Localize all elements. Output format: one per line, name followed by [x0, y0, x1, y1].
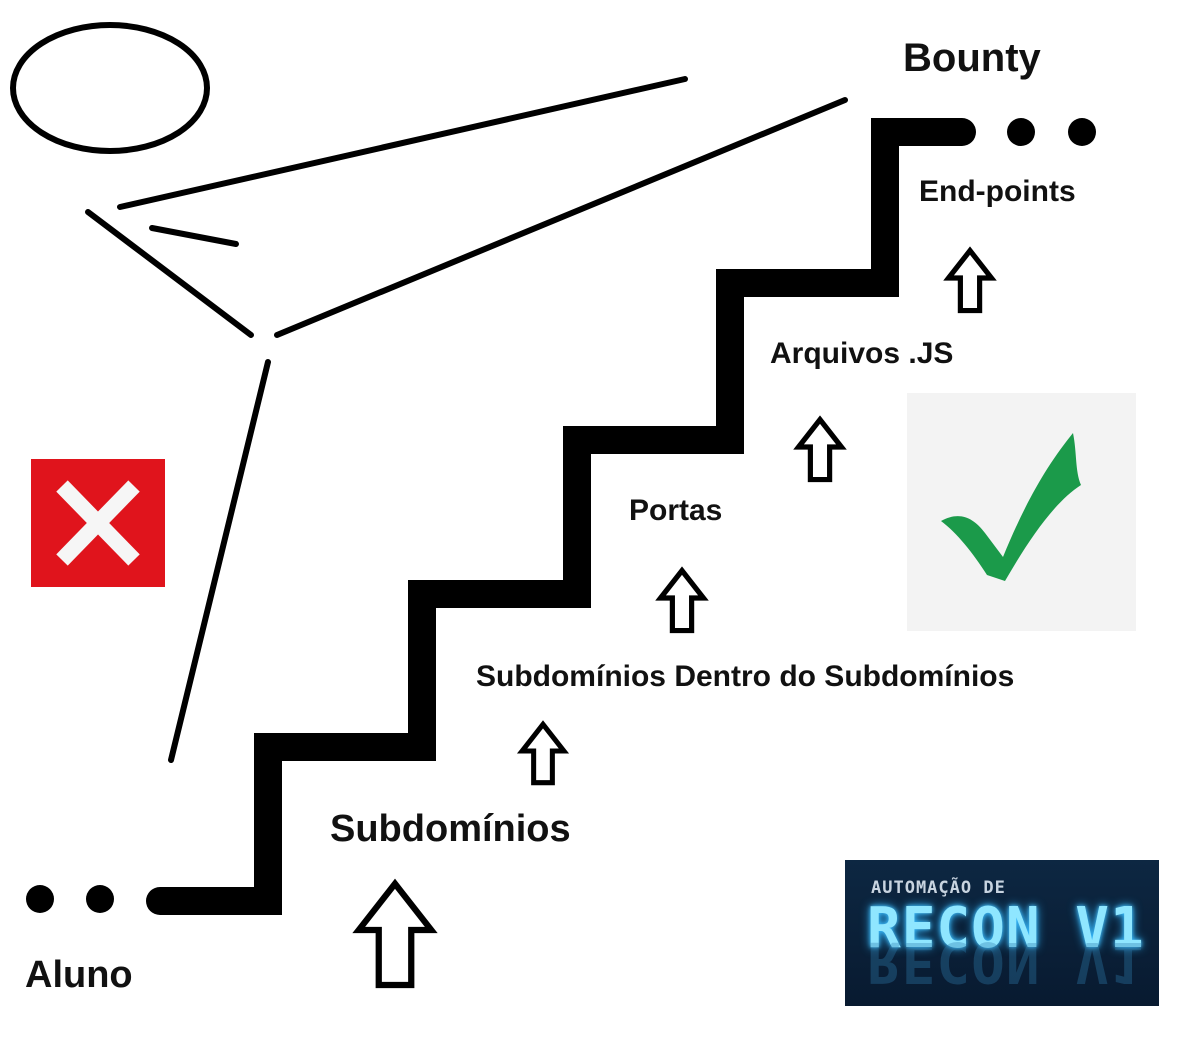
arrow-arquivos [793, 415, 847, 483]
figure-line-left-arm [85, 209, 254, 338]
checkmark-icon [941, 433, 1081, 581]
arrow-subdominios [352, 878, 438, 989]
figure-line-long [274, 97, 848, 338]
dot-left-1 [26, 885, 54, 913]
label-portas: Portas [629, 494, 723, 527]
arrow-subsub [516, 720, 570, 786]
label-aluno: Aluno [25, 954, 133, 996]
dot-right-2 [1068, 118, 1096, 146]
dot-right-1 [1007, 118, 1035, 146]
badge-reflection: RECON V1 [867, 929, 1145, 994]
figure-head [10, 22, 210, 154]
checkmark-box [907, 393, 1136, 631]
x-mark-icon [56, 480, 140, 566]
figure-line-short [149, 225, 239, 247]
arrow-portas [655, 566, 709, 634]
label-arquivos-js: Arquivos .JS [770, 337, 954, 370]
staircase-line [146, 118, 976, 915]
badge-top-text: AUTOMAÇÃO DE [871, 878, 1006, 898]
label-subdominios-dentro: Subdomínios Dentro do Subdomínios [476, 660, 1015, 693]
figure-line-upper [117, 76, 688, 210]
figure-body-line [168, 359, 271, 763]
label-bounty: Bounty [903, 36, 1041, 80]
dot-left-2 [86, 885, 114, 913]
label-endpoints: End-points [919, 175, 1076, 208]
recon-badge: AUTOMAÇÃO DE RECON V1 RECON V1 [845, 860, 1159, 1006]
arrow-endpoints [943, 246, 997, 314]
label-subdominios: Subdomínios [330, 808, 571, 850]
badge-main-text: RECON V1 [867, 896, 1145, 961]
